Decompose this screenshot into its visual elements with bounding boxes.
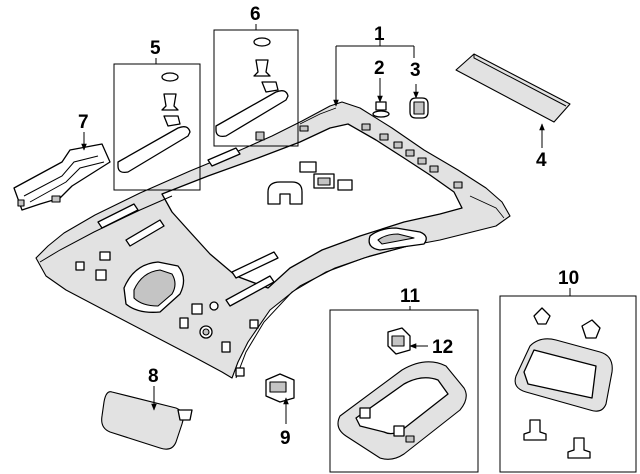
callout-7: 7 <box>78 112 89 133</box>
sun-visor-part-8 <box>101 391 193 450</box>
sound-pad-part-4 <box>455 53 571 123</box>
callout-12: 12 <box>432 337 453 358</box>
headliner-panel <box>35 101 511 379</box>
callout-labels: 1 2 3 4 5 6 7 8 9 10 11 12 <box>78 4 579 449</box>
kit-box-part-10 <box>499 295 637 473</box>
callout-9: 9 <box>280 428 291 449</box>
callout-10: 10 <box>558 268 579 289</box>
headliner-clip-part-2 <box>372 101 390 118</box>
bulb-part-12 <box>387 327 411 355</box>
callout-2: 2 <box>374 58 385 79</box>
map-lamp-part-11 <box>337 361 467 460</box>
headliner-clip-part-3 <box>409 97 429 119</box>
callout-1: 1 <box>374 24 385 45</box>
assist-grip-part-6 <box>215 37 289 138</box>
callout-3: 3 <box>410 60 421 81</box>
lamp-kit-part-10 <box>514 307 613 459</box>
callout-8: 8 <box>148 366 159 387</box>
clip-part-9 <box>265 373 295 403</box>
callout-4: 4 <box>536 150 547 171</box>
callout-11: 11 <box>400 286 421 307</box>
kit-box-part-5 <box>113 63 201 191</box>
bracket-part-7 <box>13 143 111 211</box>
assist-grip-part-5 <box>117 72 191 174</box>
callout-6: 6 <box>250 4 261 25</box>
kit-box-part-11 <box>329 309 479 473</box>
leader-lines <box>81 24 571 424</box>
callout-5: 5 <box>150 38 161 59</box>
